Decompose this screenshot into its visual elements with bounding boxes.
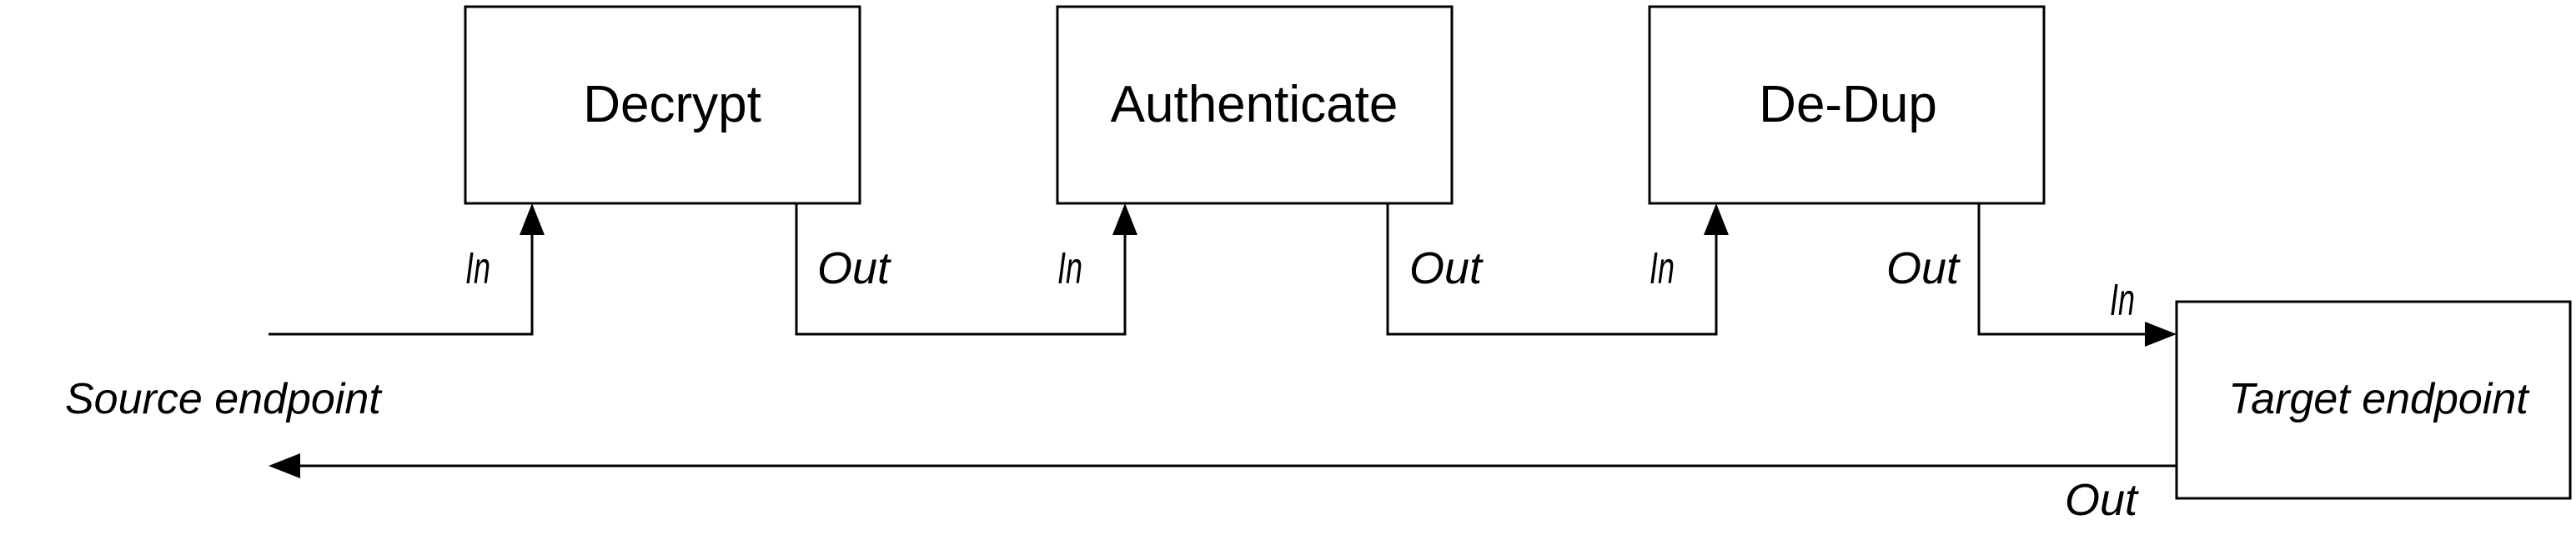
source-to-decrypt-connector [269,235,534,336]
authenticate-in-arrowhead [1112,203,1137,235]
dedup-in-arrowhead [1704,203,1729,235]
authenticate-label: Authenticate [1111,76,1398,133]
target-out-label: Out [2065,475,2139,525]
source-endpoint-label: Source endpoint [65,375,383,423]
dedup-out-label: Out [1886,243,1961,293]
decrypt-in-arrowhead [520,203,545,235]
target-endpoint-box[interactable] [2175,300,2572,500]
authenticate-to-dedup-connector [1386,203,1718,336]
authenticate-out-label: Out [1409,243,1484,293]
target-in-arrowhead [2145,322,2177,347]
source-return-arrowhead [269,453,300,478]
authenticate-box[interactable] [1056,5,1454,205]
decrypt-box[interactable] [464,5,861,205]
target-endpoint-label: Target endpoint [2228,375,2530,423]
decrypt-in-label: In [465,243,490,293]
dedup-in-label: In [1650,243,1675,293]
dedup-label: De-Dup [1759,76,1937,133]
decrypt-out-label: Out [817,243,891,293]
decrypt-to-authenticate-connector [795,203,1127,336]
decrypt-label: Decrypt [583,76,761,133]
authenticate-in-label: In [1057,243,1082,293]
dedup-box[interactable] [1648,5,2046,205]
dedup-to-target-connector [1977,203,2145,336]
target-in-label: In [2110,275,2135,325]
